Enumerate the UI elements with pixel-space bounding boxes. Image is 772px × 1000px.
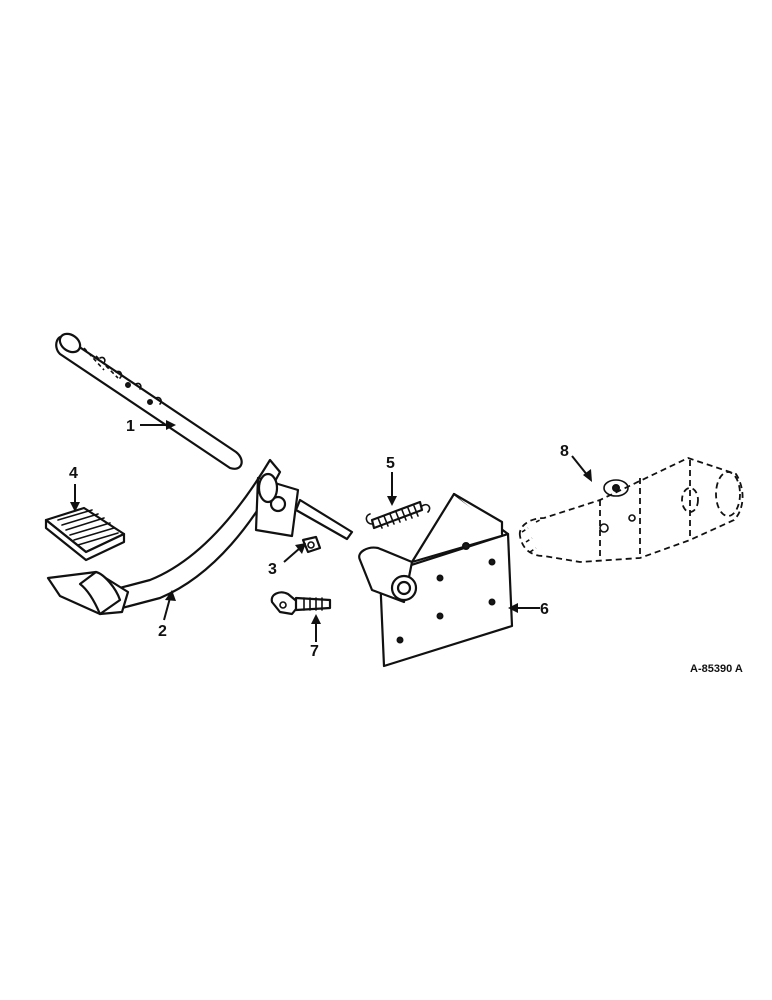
callout-5: 5 (386, 455, 395, 472)
callout-2: 2 (158, 623, 167, 640)
pedal-arm-part (46, 458, 354, 616)
pedal-pad-part (44, 506, 126, 562)
callout-8: 8 (560, 443, 569, 460)
drawing-reference-number: A-85390 A (690, 663, 743, 675)
callout-4: 4 (69, 465, 78, 482)
clevis-part (270, 591, 332, 616)
callout-6: 6 (540, 601, 549, 618)
mounting-bracket-part (358, 492, 514, 668)
cross-shaft-part (55, 332, 243, 470)
spring-part (365, 500, 431, 530)
callout-7: 7 (310, 643, 319, 660)
callout-3: 3 (268, 561, 277, 578)
master-cylinder-part (518, 457, 744, 563)
callout-1: 1 (126, 418, 135, 435)
washer-part (301, 535, 322, 554)
leader-lines (70, 420, 592, 642)
